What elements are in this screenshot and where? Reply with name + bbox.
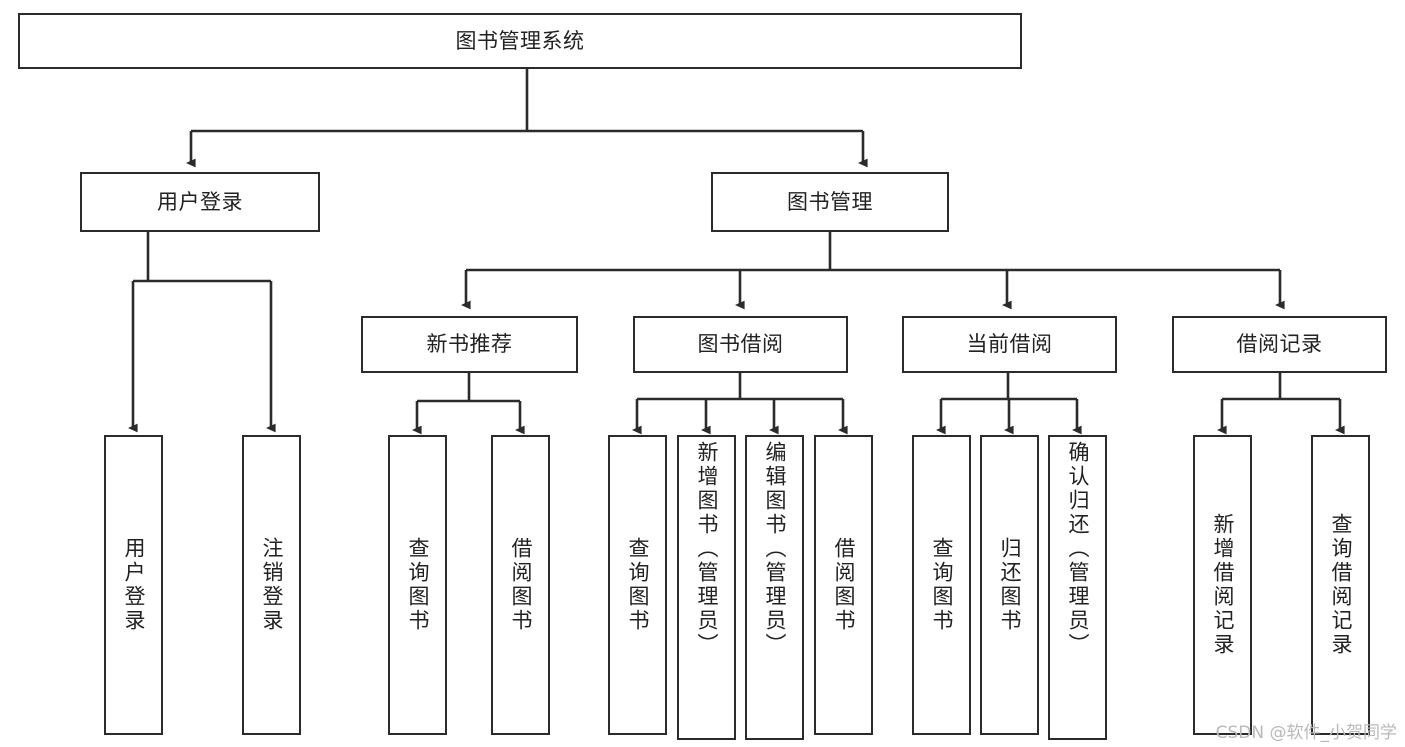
node-leaf-confirm-return[interactable]: 确认归还（管理员） — [1048, 435, 1107, 740]
node-leaf-return-book[interactable]: 归还图书 — [980, 435, 1039, 735]
node-leaf-add-record-label: 新增借阅记录 — [1211, 513, 1235, 657]
node-user-login-label: 用户登录 — [157, 189, 243, 214]
node-borrow-record-label: 借阅记录 — [1236, 332, 1323, 357]
node-borrow-record[interactable]: 借阅记录 — [1172, 316, 1387, 373]
node-root[interactable]: 图书管理系统 — [18, 13, 1022, 69]
node-leaf-logout-login-label: 注销登录 — [260, 537, 284, 633]
node-leaf-borrow-book-2-label: 借阅图书 — [832, 537, 856, 633]
node-leaf-confirm-return-label: 确认归还（管理员） — [1066, 441, 1090, 657]
node-leaf-query-book-3[interactable]: 查询图书 — [912, 435, 971, 735]
node-new-book-recommend[interactable]: 新书推荐 — [361, 316, 578, 373]
node-book-borrow-label: 图书借阅 — [697, 332, 784, 357]
node-current-borrow-label: 当前借阅 — [966, 332, 1053, 357]
node-new-book-recommend-label: 新书推荐 — [426, 332, 513, 357]
node-leaf-borrow-book-1[interactable]: 借阅图书 — [491, 435, 550, 735]
node-leaf-user-login[interactable]: 用户登录 — [104, 435, 163, 735]
node-current-borrow[interactable]: 当前借阅 — [902, 316, 1117, 373]
node-leaf-query-record-label: 查询借阅记录 — [1329, 513, 1353, 657]
node-leaf-edit-book-label: 编辑图书（管理员） — [763, 441, 787, 657]
node-leaf-query-book-1-label: 查询图书 — [406, 537, 430, 633]
node-leaf-add-book[interactable]: 新增图书（管理员） — [677, 435, 736, 740]
node-leaf-add-book-label: 新增图书（管理员） — [695, 441, 719, 657]
node-leaf-user-login-label: 用户登录 — [122, 537, 146, 633]
node-leaf-logout-login[interactable]: 注销登录 — [242, 435, 301, 735]
node-leaf-query-book-1[interactable]: 查询图书 — [388, 435, 447, 735]
node-leaf-query-book-2-label: 查询图书 — [626, 537, 650, 633]
node-book-borrow[interactable]: 图书借阅 — [633, 316, 848, 373]
node-book-management-label: 图书管理 — [787, 189, 873, 214]
node-leaf-borrow-book-1-label: 借阅图书 — [509, 537, 533, 633]
node-leaf-edit-book[interactable]: 编辑图书（管理员） — [745, 435, 804, 740]
node-leaf-return-book-label: 归还图书 — [998, 537, 1022, 633]
node-user-login[interactable]: 用户登录 — [80, 172, 320, 232]
node-root-label: 图书管理系统 — [455, 28, 585, 53]
node-leaf-query-book-3-label: 查询图书 — [930, 537, 954, 633]
node-book-management[interactable]: 图书管理 — [711, 172, 949, 232]
node-leaf-borrow-book-2[interactable]: 借阅图书 — [814, 435, 873, 735]
node-leaf-query-book-2[interactable]: 查询图书 — [608, 435, 667, 735]
node-leaf-query-record[interactable]: 查询借阅记录 — [1311, 435, 1370, 735]
node-leaf-add-record[interactable]: 新增借阅记录 — [1193, 435, 1252, 735]
watermark-text: CSDN @软件_小贺同学 — [1215, 723, 1397, 743]
